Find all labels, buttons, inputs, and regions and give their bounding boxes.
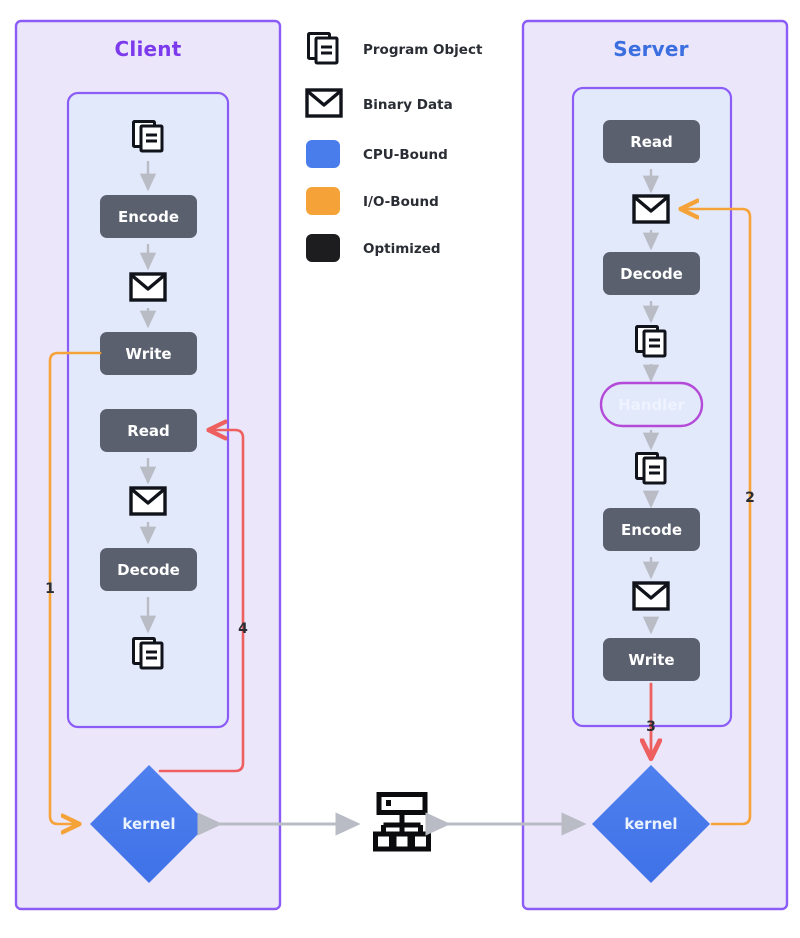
optimized-swatch-icon xyxy=(306,234,340,262)
server-read-box[interactable] xyxy=(603,120,700,163)
legend-label-program-object: Program Object xyxy=(363,42,483,58)
flow-path-4 xyxy=(158,430,245,773)
client-decode-label: Decode xyxy=(117,561,180,579)
legend-label-io-bound: I/O-Bound xyxy=(363,194,439,210)
legend-label-optimized: Optimized xyxy=(363,241,441,257)
legend-item-io-bound: I/O-Bound xyxy=(306,187,439,215)
server-encode-label: Encode xyxy=(621,521,682,539)
cpu-bound-swatch-icon xyxy=(306,140,340,168)
flow-label-2: 2 xyxy=(745,490,755,506)
client-decode-box[interactable] xyxy=(100,548,197,591)
client-read-box[interactable] xyxy=(100,409,197,452)
server-panel-title: Server xyxy=(613,37,689,61)
server-encode-box[interactable] xyxy=(603,508,700,551)
server-handler-node[interactable] xyxy=(599,381,704,428)
client-binary-data-out-icon xyxy=(129,272,167,302)
server-program-object-in-icon xyxy=(635,325,667,358)
flow-path-2 xyxy=(682,209,752,826)
legend-item-cpu-bound: CPU-Bound xyxy=(306,140,448,168)
client-kernel-label: kernel xyxy=(122,815,175,833)
client-read-label: Read xyxy=(127,422,170,440)
server-read-label: Read xyxy=(630,133,673,151)
client-encode-label: Encode xyxy=(118,208,179,226)
client-program-object-in-icon xyxy=(132,120,164,153)
server-binary-data-in-icon xyxy=(632,194,670,224)
server-handler-label: Handler xyxy=(618,396,685,414)
legend: Program Object Binary Data CPU-Bound I/O… xyxy=(305,32,483,262)
server-decode-box[interactable] xyxy=(603,252,700,295)
binary-data-icon xyxy=(305,88,343,118)
client-panel-title: Client xyxy=(115,37,182,61)
legend-item-optimized: Optimized xyxy=(306,234,441,262)
server-decode-label: Decode xyxy=(620,265,683,283)
flow-label-3: 3 xyxy=(646,719,656,735)
client-kernel-node[interactable] xyxy=(90,765,208,883)
server-write-box[interactable] xyxy=(603,638,700,681)
client-write-box[interactable] xyxy=(100,332,197,375)
server-kernel-label: kernel xyxy=(624,815,677,833)
server-program-object-out-icon xyxy=(635,452,667,485)
server-kernel-node[interactable] xyxy=(592,765,710,883)
legend-item-program-object: Program Object xyxy=(307,32,483,65)
io-bound-swatch-icon xyxy=(306,187,340,215)
client-program-object-out-icon xyxy=(132,637,164,670)
program-object-icon xyxy=(307,32,339,65)
client-encode-box[interactable] xyxy=(100,195,197,238)
legend-label-binary-data: Binary Data xyxy=(363,97,453,113)
network-switch-icon xyxy=(376,795,429,850)
legend-item-binary-data: Binary Data xyxy=(305,88,453,118)
legend-label-cpu-bound: CPU-Bound xyxy=(363,147,448,163)
flow-path-1 xyxy=(48,351,102,824)
flow-label-4: 4 xyxy=(238,621,248,637)
server-write-label: Write xyxy=(628,651,674,669)
client-write-label: Write xyxy=(125,345,171,363)
server-binary-data-out-icon xyxy=(632,581,670,611)
flow-label-1: 1 xyxy=(45,581,55,597)
client-binary-data-in-icon xyxy=(129,486,167,516)
